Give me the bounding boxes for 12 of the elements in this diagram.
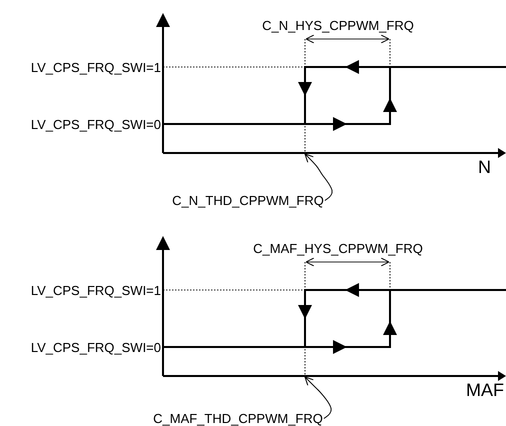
dimension-label: C_N_HYS_CPPWM_FRQ: [262, 18, 414, 33]
level-label: LV_CPS_FRQ_SWI=1: [30, 283, 161, 298]
leader-line: [304, 154, 333, 201]
dimension-label: C_MAF_HYS_CPPWM_FRQ: [253, 241, 423, 256]
axis-label: N: [478, 157, 491, 177]
level-label: LV_CPS_FRQ_SWI=0: [30, 117, 161, 132]
threshold-label: C_MAF_THD_CPPWM_FRQ: [153, 411, 323, 426]
axis-label: MAF: [466, 380, 504, 400]
level-label: LV_CPS_FRQ_SWI=0: [30, 340, 161, 355]
level-label: LV_CPS_FRQ_SWI=1: [30, 60, 161, 75]
leader-line: [304, 376, 332, 419]
threshold-label: C_N_THD_CPPWM_FRQ: [172, 193, 324, 208]
